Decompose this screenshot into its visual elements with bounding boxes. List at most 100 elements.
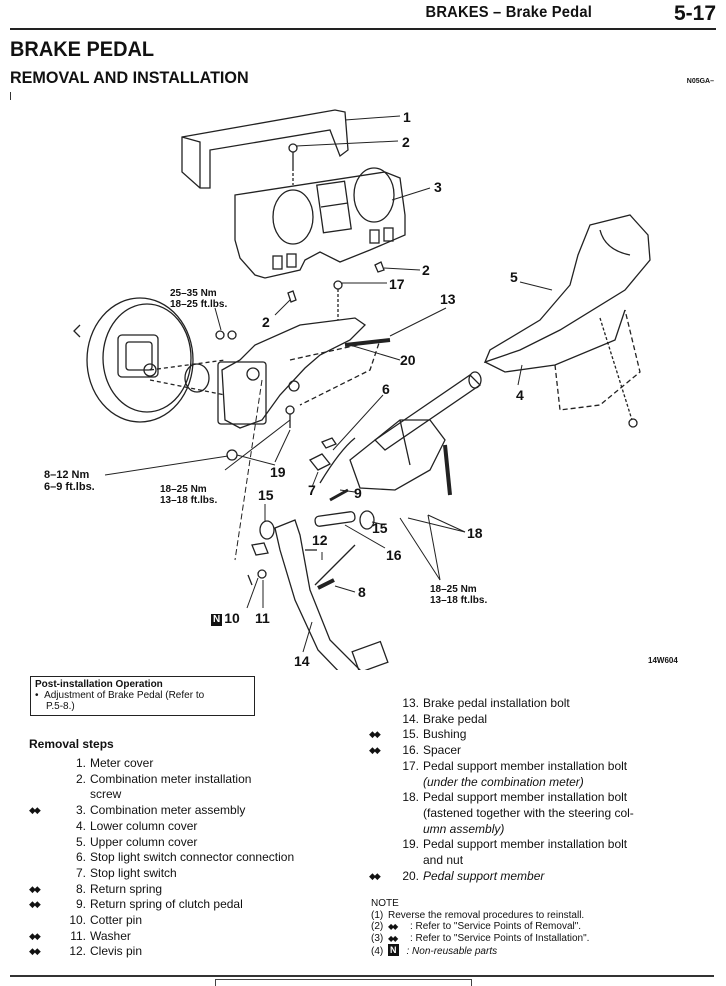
note-text: : Non-reusable parts	[406, 946, 498, 958]
step-text: Cotter pin	[90, 913, 143, 928]
non-reusable-icon: N	[388, 944, 399, 957]
step-number: 4.	[75, 818, 86, 833]
step-text-continued: (fastened together with the steering col…	[423, 805, 634, 820]
callout-2: 2	[422, 262, 430, 278]
stop-light-switch-drawing	[308, 437, 356, 502]
removal-step: 4. Lower column cover	[30, 819, 360, 835]
meter-cover-drawing	[181, 109, 349, 189]
callout-7: 7	[308, 482, 316, 498]
step-text-continued: and nut	[423, 853, 464, 868]
callout-17: 17	[389, 276, 405, 292]
pedal-bolt-drawing	[344, 338, 391, 347]
note-block: NOTE (1)Reverse the removal procedures t…	[371, 898, 589, 958]
removal-step: ◆◆8.Return spring	[29, 881, 360, 898]
removal-step: 19.Pedal support member installation bol…	[366, 837, 726, 868]
pedal-support-member-drawing	[215, 317, 381, 461]
step-text: Brake pedal	[423, 711, 488, 726]
step-number: 1.	[75, 756, 86, 770]
step-text: Stop light switch	[90, 865, 177, 880]
service-point-icon: ◆◆	[29, 930, 41, 941]
note-row: (4) N : Non-reusable parts	[371, 944, 589, 958]
service-point-icon: ◆◆	[369, 870, 381, 881]
service-point-icon: ◆◆	[388, 922, 398, 932]
step-text: Pedal support member installation bolt	[423, 790, 628, 805]
section-code: N05GA–	[686, 78, 714, 85]
step-text: Return spring of clutch pedal	[90, 897, 243, 912]
callout-12: 12	[312, 532, 328, 548]
note-index: (2)	[371, 921, 384, 933]
callout-9: 9	[354, 485, 362, 501]
removal-step: ◆◆20.Pedal support member	[366, 869, 726, 885]
removal-step: 17.Pedal support member installation bol…	[366, 759, 726, 790]
step-text-continued: (under the combination meter)	[423, 774, 584, 789]
callout-19: 19	[270, 464, 286, 480]
footer-rule	[10, 975, 714, 977]
non-reusable-badge: N	[211, 614, 223, 626]
step-text: Clevis pin	[90, 944, 143, 959]
step-number: 3.	[75, 803, 86, 818]
callout-1: 1	[403, 109, 411, 125]
removal-step: 6.Stop light switch connector connection	[30, 850, 360, 866]
post-installation-item: • Adjustment of Brake Pedal (Refer to	[35, 690, 205, 701]
note-row: (1) Reverse the removal procedures to rei…	[371, 910, 589, 922]
removal-step: ◆◆ 16. Spacer	[366, 743, 726, 759]
service-point-icon: ◆◆	[388, 933, 398, 943]
removal-steps-left: 1. Meter cover 2.Combination meter install…	[29, 756, 360, 960]
exploded-diagram	[73, 109, 651, 670]
combination-meter-drawing	[234, 167, 406, 279]
step-number: 16.	[402, 743, 419, 758]
margin-mark	[10, 92, 11, 100]
post-installation-box: Post-installation Operation • Adjustment…	[30, 676, 255, 716]
step-text: Lower column cover	[90, 818, 198, 833]
step-number: 8.	[75, 881, 86, 896]
step-text: Spacer	[423, 743, 462, 758]
note-text: Reverse the removal procedures to reinst…	[388, 909, 585, 921]
callout-2: 2	[262, 314, 270, 330]
removal-steps-heading: Removal steps	[29, 737, 114, 751]
brake-booster-drawing	[73, 297, 226, 423]
service-point-icon: ◆◆	[369, 745, 381, 756]
step-number: 17.	[402, 758, 419, 773]
note-text: : Refer to "Service Points of Removal".	[410, 921, 582, 933]
callout-4: 4	[516, 387, 524, 403]
column-covers-drawing	[483, 214, 651, 428]
step-number: 19.	[402, 837, 419, 852]
removal-step: ◆◆9.Return spring of clutch pedal	[29, 897, 360, 913]
subsection-title: REMOVAL AND INSTALLATION	[10, 68, 249, 87]
step-text: Washer	[90, 928, 131, 943]
callout-20: 20	[400, 352, 416, 368]
callout-11: 11	[255, 610, 270, 626]
step-number: 13.	[402, 696, 419, 710]
step-text: Bushing	[423, 727, 467, 742]
step-text: Stop light switch connector connection	[90, 850, 295, 865]
removal-step: 18.Pedal support member installation bol…	[366, 790, 726, 837]
step-text: Combination meter assembly	[90, 803, 246, 818]
note-index: (1)	[371, 909, 384, 921]
figure-id: 14W604	[648, 656, 678, 665]
step-number: 14.	[402, 711, 419, 726]
step-text: Meter cover	[90, 756, 154, 770]
running-header-title: BRAKES – Brake Pedal	[425, 4, 592, 21]
removal-step: 10.Cotter pin	[30, 913, 360, 929]
step-number: 2.	[75, 771, 86, 786]
step-text: Brake pedal installation bolt	[423, 696, 570, 710]
step-text: Pedal support member	[423, 868, 545, 883]
note-text: : Refer to "Service Points of Installati…	[410, 932, 590, 944]
brake-pedal-drawing	[247, 510, 389, 670]
callout-13: 13	[440, 291, 456, 307]
note-index: (3)	[371, 932, 384, 944]
note-index: (4)	[371, 946, 384, 958]
callout-15: 15	[258, 487, 274, 503]
note-row: (2) ◆◆ : Refer to "Service Points of Remov…	[371, 921, 589, 933]
step-text-continued: screw	[90, 787, 122, 802]
step-number: 9.	[75, 897, 86, 912]
removal-step: 13. Brake pedal installation bolt	[366, 696, 726, 712]
removal-step: ◆◆12.Clevis pin	[29, 944, 360, 960]
callout-5: 5	[510, 269, 518, 285]
service-point-icon: ◆◆	[369, 729, 381, 740]
step-text-continued: umn assembly)	[423, 821, 505, 836]
